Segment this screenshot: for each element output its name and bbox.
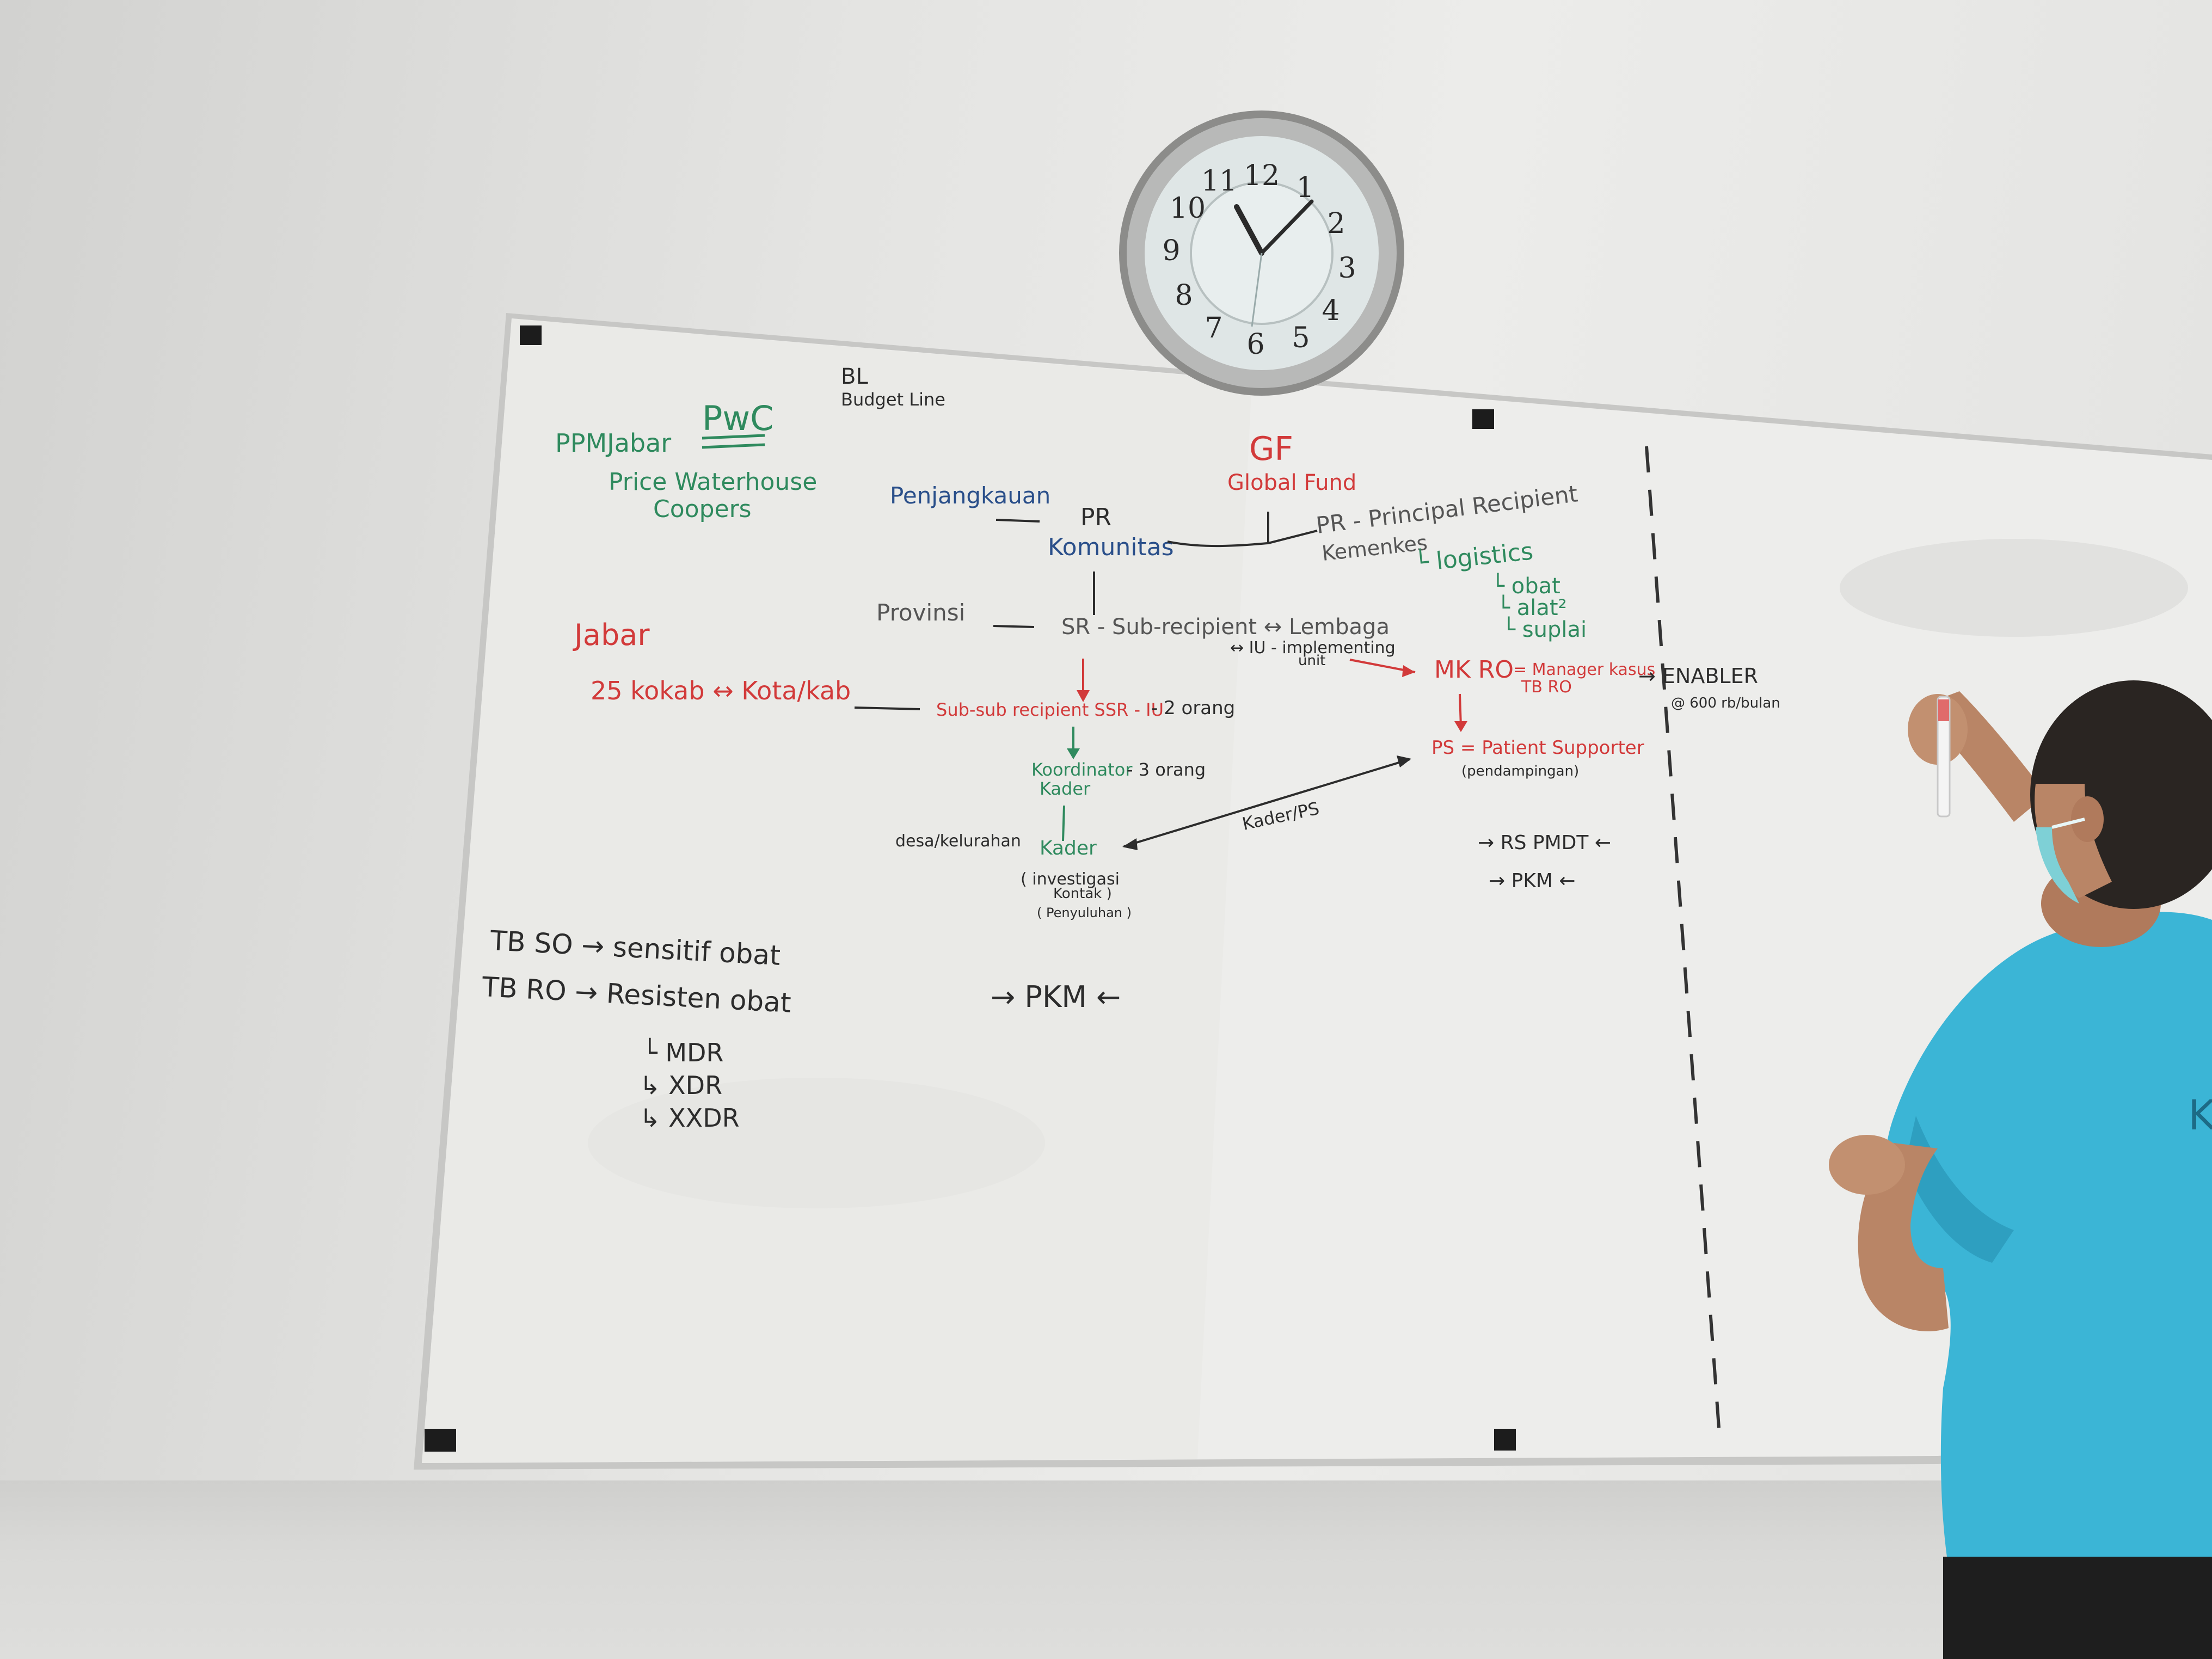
kader-label: Kader [1040,837,1097,859]
mdr-label: └ MDR [642,1037,723,1067]
clock-numeral: 9 [1162,235,1180,267]
face-mask [2036,827,2079,904]
pwc-fullname-1: Price Waterhouse [609,468,817,496]
arrow-head [1122,838,1138,850]
clock-numeral: 8 [1175,279,1193,312]
manager-kasus-label: = Manager kasus [1513,660,1655,679]
whiteboard [414,313,2212,1470]
clock-numerals: 12 1 2 3 4 5 6 7 8 9 10 11 [1162,159,1356,361]
kader-ps-arrow [1123,758,1410,847]
tb-ro-label: TB RO [1521,678,1572,697]
wall-bottom-shadow [0,1480,2212,1659]
clock-numeral: 5 [1292,322,1310,354]
board-magnet [1494,1429,1516,1451]
iu-label: ↔ IU - implementing [1230,638,1396,658]
eraser-smudge [1840,539,2188,637]
sr-label: SR - Sub-recipient ↔ Lembaga [1061,615,1390,640]
enabler-amount: @ 600 rb/bulan [1671,695,1780,711]
ps-label: PS = Patient Supporter [1431,737,1644,759]
connector [854,706,920,710]
provinsi-label: Provinsi [876,599,965,626]
clock-second-hand [1251,253,1263,327]
unit-label: unit [1298,653,1325,669]
pendampingan-label: (pendampingan) [1461,763,1579,779]
xdr-label: ↳ XDR [640,1071,722,1100]
clock-numeral: 3 [1338,252,1356,285]
pwc-fullname-2: Coopers [653,495,752,523]
wall-clock: 12 1 2 3 4 5 6 7 8 9 10 11 [1119,110,1404,396]
arrow-head [1397,755,1411,767]
suplai-label: └ suplai [1502,616,1587,642]
obat-label: └ obat [1491,573,1560,599]
connector [1167,530,1318,548]
arrow-head [1454,721,1467,732]
pkm-right-label: → PKM ← [1489,870,1576,892]
koordinator-kader-label: Kader [1040,778,1091,799]
clock-numeral: 6 [1246,328,1264,361]
arrow-head [1402,665,1415,677]
rs-pmdt-label: → RS PMDT ← [1478,832,1611,854]
pwc-label: PwC [702,398,773,438]
mask-strap [2051,818,2085,829]
clock-hour-hand [1234,204,1264,256]
global-fund-label: Global Fund [1227,470,1356,495]
person-ear [2071,796,2104,842]
mk-ro-label: MK RO [1434,656,1514,684]
koordinator-count: - 3 orang [1127,759,1206,780]
person-shirt [1884,912,2212,1568]
person-pants [1943,1557,2212,1659]
clock-numeral: 10 [1170,192,1206,225]
connector [996,519,1040,523]
connector [993,625,1035,628]
ssr-label: Sub-sub recipient SSR - IU [936,699,1164,720]
arrow-head [1067,748,1080,759]
board-magnet [1472,409,1494,429]
marker-cap [1938,699,1949,721]
shirt-print-letter: K [2188,1091,2212,1139]
gf-label: GF [1249,430,1293,468]
desa-label: desa/kelurahan [895,832,1021,851]
clock-minute-hand [1259,199,1314,255]
person: K [1829,680,2212,1659]
clock-numeral: 4 [1322,294,1340,327]
kontak-label: Kontak ) [1053,886,1112,902]
penjangkauan-label: Penjangkauan [890,482,1050,509]
eraser-smudge [588,1078,1045,1208]
ppm-label: PPMJabar [555,428,671,458]
clock-numeral: 12 [1244,159,1280,192]
alat-label: └ alat² [1497,594,1567,620]
xxdr-label: ↳ XXDR [640,1103,740,1133]
board-magnet [425,1429,456,1452]
arrow-head [1077,690,1090,702]
pwc-underline [702,443,765,449]
budget-line-label: Budget Line [841,389,945,410]
pwc-underline [702,434,765,440]
penyuluhan-label: ( Penyuluhan ) [1037,905,1132,920]
board-magnet [520,325,542,345]
koordinator-label: Koordinator [1031,759,1133,780]
ssr-count: - 2 orang [1151,697,1235,719]
dashed-divider [1645,446,1722,1443]
connector [1062,805,1065,841]
clock-numeral: 11 [1201,165,1237,198]
kokab-label: 25 kokab ↔ Kota/kab [591,676,851,705]
pr-label: PR [1080,503,1111,531]
person-lower-hand [1829,1135,1905,1195]
komunitas-label: Komunitas [1048,533,1174,561]
clock-numeral: 7 [1205,312,1222,345]
clock-numeral: 1 [1296,171,1314,204]
enabler-label: → ENABLER [1638,664,1758,688]
clock-numeral: 2 [1327,207,1345,240]
bl-label: BL [841,364,868,389]
jabar-label: Jabar [573,618,650,652]
pkm-bottom-label: → PKM ← [991,980,1121,1014]
whiteboard-marker [1937,696,1951,818]
investigasi-label: ( investigasi [1021,870,1120,889]
